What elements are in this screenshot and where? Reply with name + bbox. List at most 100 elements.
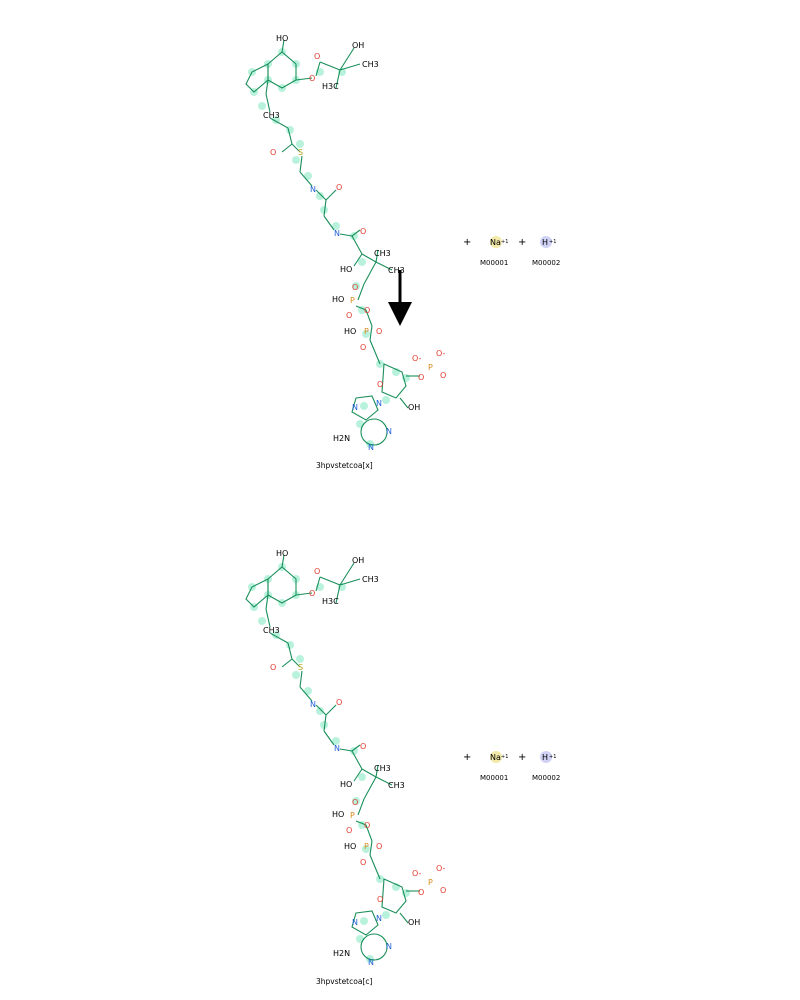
atom-label: O	[360, 227, 366, 236]
atom-label: CH3	[263, 111, 280, 120]
molecule-name: 3hpvstetcoa[x]	[316, 461, 373, 470]
molecule-3hpvstetcoa-x: HO O O OH CH3 H3C CH3 O S N O N O HO CH3…	[245, 34, 446, 470]
atom-label: H2N	[333, 949, 350, 958]
atom-label: OH	[408, 403, 420, 412]
molecule-name: 3hpvstetcoa[c]	[316, 977, 372, 986]
atom-label: HO	[340, 265, 352, 274]
atom-label: OH	[352, 556, 364, 565]
atom-label: N	[352, 918, 358, 927]
sodium-ion-id: M00001	[480, 259, 508, 267]
atom-label: O-	[412, 869, 422, 878]
proton-id: M00002	[532, 259, 560, 267]
atom-label: CH3	[362, 60, 379, 69]
atom-label: H2N	[333, 434, 350, 443]
ions-top: + Na +1 M00001 + H +1 M00002	[463, 236, 560, 267]
atom-label: O	[360, 343, 366, 352]
plus-sign: +	[518, 237, 526, 248]
atom-label: O	[352, 798, 358, 807]
plus-sign: +	[463, 752, 471, 763]
atom-label: N	[386, 942, 392, 951]
atom-label: P	[364, 327, 369, 336]
atom-labels: HO O O OH CH3 H3C CH3 O S N O N O HO CH3…	[263, 34, 446, 452]
atom-label: N	[334, 229, 340, 238]
atom-label: O	[360, 742, 366, 751]
atom-label: O	[309, 589, 315, 598]
plus-sign: +	[463, 237, 471, 248]
bonds	[245, 39, 420, 446]
atom-label: O	[314, 52, 320, 61]
atom-label: N	[368, 443, 374, 452]
proton-symbol: H	[542, 238, 548, 247]
atom-label: HO	[276, 549, 288, 558]
atom-label: O	[418, 373, 424, 382]
atom-label: HO	[344, 327, 356, 336]
plus-sign: +	[518, 752, 526, 763]
atom-label: N	[386, 427, 392, 436]
sodium-ion-charge: +1	[501, 754, 508, 760]
sodium-ion-id: M00001	[480, 774, 508, 782]
proton-halo	[540, 751, 552, 763]
atom-label: O	[360, 858, 366, 867]
atom-label: O	[377, 380, 383, 389]
atom-label: O	[364, 821, 370, 830]
sodium-ion-symbol: Na	[490, 753, 501, 762]
sodium-ion-charge: +1	[501, 239, 508, 245]
bonds	[245, 554, 420, 961]
atom-label: O	[270, 663, 276, 672]
atom-label: OH	[352, 41, 364, 50]
atom-label: OH	[408, 918, 420, 927]
atom-label: P	[350, 811, 355, 820]
atom-label: CH3	[374, 249, 391, 258]
atom-label: O	[346, 826, 352, 835]
atom-label: O	[270, 148, 276, 157]
atom-label: HO	[344, 842, 356, 851]
atom-label: CH3	[374, 764, 391, 773]
sodium-ion-halo	[490, 751, 502, 763]
atom-label: P	[364, 842, 369, 851]
atom-label: N	[310, 700, 316, 709]
atom-highlights	[248, 48, 410, 448]
atom-label: O	[309, 74, 315, 83]
atom-label: CH3	[263, 626, 280, 635]
ions-bottom: + Na +1 M00001 + H +1 M00002	[463, 751, 560, 782]
atom-label: S	[298, 663, 303, 672]
atom-label: P	[428, 878, 433, 887]
atom-label: O	[377, 895, 383, 904]
atom-label: O-	[412, 354, 422, 363]
atom-label: P	[350, 296, 355, 305]
atom-label: HO	[332, 295, 344, 304]
svg-text:HO: HO	[276, 34, 288, 43]
atom-label: H3C	[322, 597, 339, 606]
atom-label: O	[376, 842, 382, 851]
atom-label: N	[352, 403, 358, 412]
atom-label: N	[310, 185, 316, 194]
sodium-ion-halo	[490, 236, 502, 248]
atom-label: HO	[276, 34, 288, 43]
atom-label: O	[336, 183, 342, 192]
atom-label: O	[364, 306, 370, 315]
molecule-3hpvstetcoa-c: HO O O OH CH3 H3C CH3 O S N O N O HO CH3…	[245, 549, 446, 986]
atom-label: N	[376, 399, 382, 408]
atom-label: O-	[436, 864, 446, 873]
proton-charge: +1	[549, 754, 556, 760]
atom-highlights	[248, 563, 410, 963]
atom-labels: HO O O OH CH3 H3C CH3 O S N O N O HO CH3…	[263, 549, 446, 967]
atom-label: HO	[332, 810, 344, 819]
atom-label: O-	[436, 349, 446, 358]
atom-label: O	[336, 698, 342, 707]
proton-charge: +1	[549, 239, 556, 245]
atom-label: O	[352, 283, 358, 292]
atom-label: O	[314, 567, 320, 576]
atom-label: S	[298, 148, 303, 157]
atom-label: P	[428, 363, 433, 372]
atom-label: N	[368, 958, 374, 967]
atom-label: HO	[340, 780, 352, 789]
sodium-ion-symbol: Na	[490, 238, 501, 247]
atom-label: O	[376, 327, 382, 336]
proton-symbol: H	[542, 753, 548, 762]
atom-label: H3C	[322, 82, 339, 91]
atom-label: CH3	[362, 575, 379, 584]
proton-id: M00002	[532, 774, 560, 782]
atom-label: O	[440, 371, 446, 380]
